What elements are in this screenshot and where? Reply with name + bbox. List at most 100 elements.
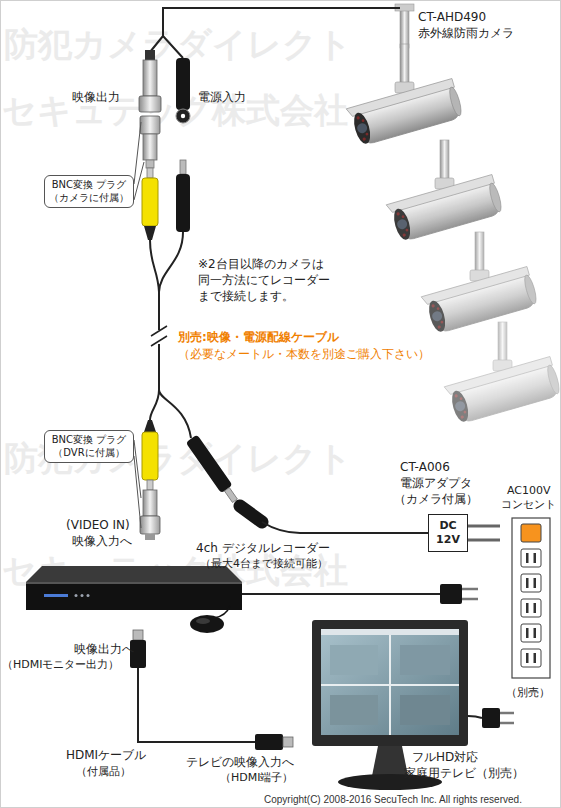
device-note: （カメラ付属） [394, 492, 478, 508]
outlet-strip-part [521, 524, 541, 542]
television-part [321, 635, 459, 735]
cable-plugs-upper-part [176, 174, 190, 232]
digital-recorder-part [196, 618, 210, 624]
television-part [468, 716, 482, 718]
television-part [330, 645, 378, 675]
cable-plugs-lower-part [140, 516, 160, 534]
cameras-part [346, 44, 464, 147]
callout-leaders-part [134, 122, 144, 200]
cable-plugs-lower-part [143, 490, 157, 516]
hdmi-cable-part [133, 630, 143, 640]
device-name: 赤外線防雨カメラ [418, 26, 514, 42]
device-name: 電源アダプタ [400, 476, 472, 492]
digital-recorder-part [26, 582, 242, 584]
node-text: BNC変換 プラグ （DVRに付属） [48, 434, 130, 459]
cameras-part [400, 8, 409, 48]
cameras-part [421, 232, 539, 335]
hdmi-cable-part [283, 737, 293, 747]
outlet-strip-part [526, 653, 529, 663]
outlet-strip-part [521, 549, 541, 567]
node-text: BNC変換 プラグ （カメラに付属） [48, 179, 130, 204]
cable-plugs-lower-part-part [224, 488, 237, 503]
digital-recorder-part [44, 594, 68, 597]
television-part [400, 695, 450, 725]
outlet-strip-part [521, 649, 541, 667]
outlet-strip-part [521, 624, 541, 642]
camera-connectors-part [181, 114, 185, 118]
cable-plugs-upper-part [144, 226, 156, 240]
outlet-strip-part [526, 628, 529, 638]
outlet-strip-part [534, 578, 537, 588]
digital-recorder-part [75, 594, 78, 597]
port-label: 映像入力へ [72, 534, 132, 550]
port-label: 電源入力 [198, 90, 246, 106]
cameras-part [386, 140, 504, 243]
cable-plugs-upper [142, 160, 190, 240]
port-note: （HDMI端子） [220, 771, 293, 785]
cable-plugs-lower-part [240, 506, 262, 522]
outlet-strip-part [526, 553, 529, 563]
television-part [312, 620, 468, 746]
video-power-cable-part [150, 390, 191, 438]
television-part [400, 645, 450, 675]
adapter-prongs [468, 526, 500, 540]
note-text: ※2台目以降のカメラは 同一方法にてレコーダー まで接続します。 [198, 256, 334, 304]
port-label: 映像出力 [72, 90, 120, 106]
television-part [500, 713, 514, 723]
cable-plugs-lower-part [147, 480, 153, 490]
recorder-power-cord-part [240, 593, 440, 595]
recorder-power-cord-part [440, 584, 462, 604]
digital-recorder-part [214, 606, 230, 618]
cable-note: （必要なメートル・本数を別途ご購入下さい） [178, 347, 430, 363]
camera-connectors-part [139, 96, 161, 112]
copyright-note: Copyright(C) 2008-2016 SecuTech Inc. All… [264, 793, 522, 806]
cameras-part [444, 322, 561, 425]
hdmi-cable [130, 630, 293, 750]
digital-recorder [26, 566, 242, 633]
digital-recorder-part [190, 615, 224, 633]
device-name: AC100V [507, 484, 551, 498]
port-note: （HDMIモニター出力） [2, 658, 119, 672]
television-part [321, 629, 459, 635]
port-label: (VIDEO IN) [66, 518, 130, 534]
cable-note: 別売:映像・電源配線ケーブル [178, 330, 339, 346]
cable-plugs-upper-part [180, 160, 186, 174]
outlet-strip-part [534, 628, 537, 638]
outlet-strip-part [526, 603, 529, 613]
outlet-strip-part [521, 599, 541, 617]
cameras [346, 4, 561, 425]
camera-connectors-part [176, 58, 190, 110]
cable-note: （付属品） [76, 765, 131, 779]
outlet-strip-part [521, 574, 541, 592]
port-label: テレビの映像入力へ [186, 755, 294, 771]
device-name: 家庭用テレビ（別売） [404, 766, 524, 782]
adapter-prongs-part [468, 526, 500, 540]
callout-box: BNC変換 プラグ （DVRに付属） [44, 430, 134, 463]
hdmi-cable-part [255, 734, 283, 750]
device-name: コンセント [501, 498, 556, 512]
television-part [372, 746, 408, 776]
device-note: （最大4台まで接続可能） [200, 557, 328, 571]
device-note: フルHD対応 [412, 750, 478, 766]
outlet-strip-part [512, 518, 550, 678]
cable-name: HDMIケーブル [66, 748, 146, 764]
video-power-cable-part [150, 232, 183, 390]
recorder-power-cord-part [462, 589, 478, 599]
outlet-strip-part [534, 653, 537, 663]
model-name: CT-AHD490 [418, 10, 486, 26]
device-note: （別売） [506, 686, 550, 700]
camera-connectors-part [143, 134, 157, 160]
camera-connectors-part [146, 160, 154, 168]
digital-recorder-part [81, 594, 84, 597]
callout-box: BNC変換 プラグ （カメラに付属） [44, 175, 134, 208]
node-text: DC 12V [435, 519, 461, 547]
outlet-strip-part [534, 603, 537, 613]
television-part [321, 629, 459, 735]
outlet-strip [512, 518, 550, 678]
watermark: セキュテック株式会社 [2, 88, 348, 132]
digital-recorder-part [26, 582, 242, 610]
television-part [482, 708, 500, 728]
outlet-strip-part [534, 553, 537, 563]
